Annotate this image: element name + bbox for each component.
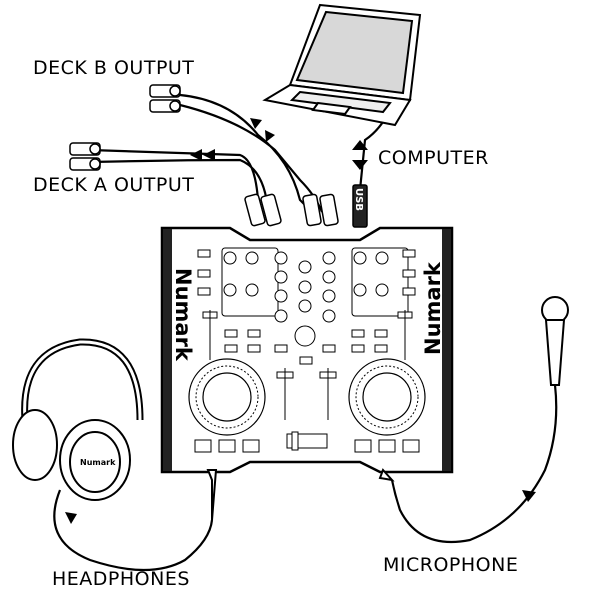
jog-wheel-left: [188, 358, 266, 436]
laptop: [262, 3, 422, 127]
signal-arrows: [65, 118, 536, 524]
usb-label: USB: [353, 188, 364, 211]
numark-controller: [160, 226, 454, 474]
headphones-label: HEADPHONES: [52, 568, 190, 590]
headphones: [12, 338, 218, 521]
jog-wheel-right: [348, 358, 426, 436]
computer-label: COMPUTER: [378, 147, 489, 169]
numark-logo-left: Numark: [171, 268, 195, 362]
microphone-label: MICROPHONE: [383, 554, 519, 576]
headphone-cable: [53, 489, 214, 572]
headphone-logo: Numark: [80, 458, 116, 467]
numark-logo-right: Numark: [421, 261, 445, 355]
microphone-cable: [390, 384, 558, 544]
rca-plugs: [69, 84, 368, 228]
deck-b-output-label: DECK B OUTPUT: [33, 57, 195, 79]
microphone: [541, 296, 569, 386]
deck-a-output-label: DECK A OUTPUT: [33, 174, 195, 196]
